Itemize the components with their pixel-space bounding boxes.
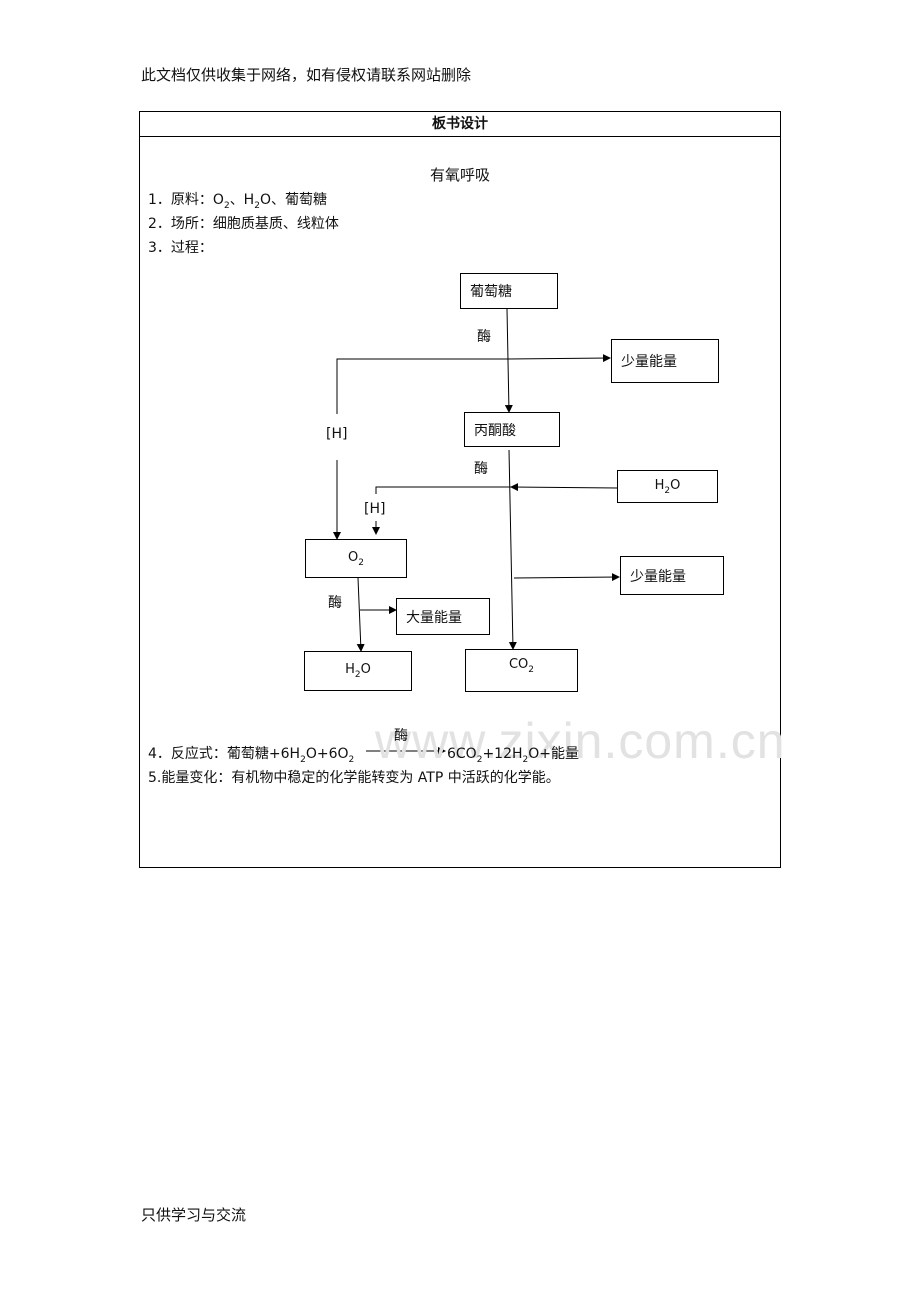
line-h-upper [336, 358, 508, 414]
header-disclaimer: 此文档仅供收集于网络，如有侵权请联系网站删除 [141, 66, 472, 84]
arrow-glucose-to-pyruvate [504, 308, 513, 413]
item-equation-left: 4．反应式：葡萄糖+6H2O+6O2 [148, 746, 355, 765]
water-input-box: H2O [617, 470, 718, 503]
enzyme-label-3: 酶 [328, 592, 342, 612]
small-energy-box-2: 少量能量 [620, 556, 724, 595]
enzyme-label-2: 酶 [474, 458, 488, 478]
arrow-small-energy-1 [507, 354, 611, 363]
enzyme-label-1: 酶 [477, 326, 491, 346]
footer-note: 只供学习与交流 [141, 1206, 247, 1224]
table-title: 板书设计 [140, 112, 780, 137]
section-title: 有氧呼吸 [430, 166, 491, 184]
hydrogen-label-2: [H] [364, 501, 386, 517]
water-output-box: H2O [304, 651, 412, 691]
oxygen-box: O2 [305, 539, 407, 578]
pyruvate-box: 丙酮酸 [464, 412, 560, 447]
arrow-water-in [510, 483, 618, 492]
small-energy-box-1: 少量能量 [611, 339, 719, 383]
reaction-enzyme-label: 酶 [394, 728, 408, 744]
item-location: 2．场所：细胞质基质、线粒体 [148, 216, 339, 232]
arrow-pyruvate-to-co2 [508, 449, 517, 650]
co2-box: CO2 [465, 649, 578, 692]
arrow-small-energy-2 [513, 573, 620, 582]
diagram-lines [333, 308, 620, 755]
item-equation-right: 6CO2+12H2O+能量 [447, 746, 579, 765]
hydrogen-label-1: [H] [326, 426, 348, 442]
item-process: 3．过程： [148, 240, 213, 256]
item-energy-change: 5.能量变化：有机物中稳定的化学能转变为 ATP 中活跃的化学能。 [148, 770, 560, 786]
large-energy-box: 大量能量 [396, 598, 490, 635]
line-h-lower [375, 486, 511, 494]
blackboard-design-table: 板书设计 有氧呼吸 1．原料：O2、H2O、葡萄糖 2．场所：细胞质基质、线粒体… [139, 111, 785, 868]
item-materials: 1．原料：O2、H2O、葡萄糖 [148, 192, 327, 211]
glucose-box: 葡萄糖 [460, 273, 558, 309]
arrow-oxygen-to-water [356, 577, 365, 652]
